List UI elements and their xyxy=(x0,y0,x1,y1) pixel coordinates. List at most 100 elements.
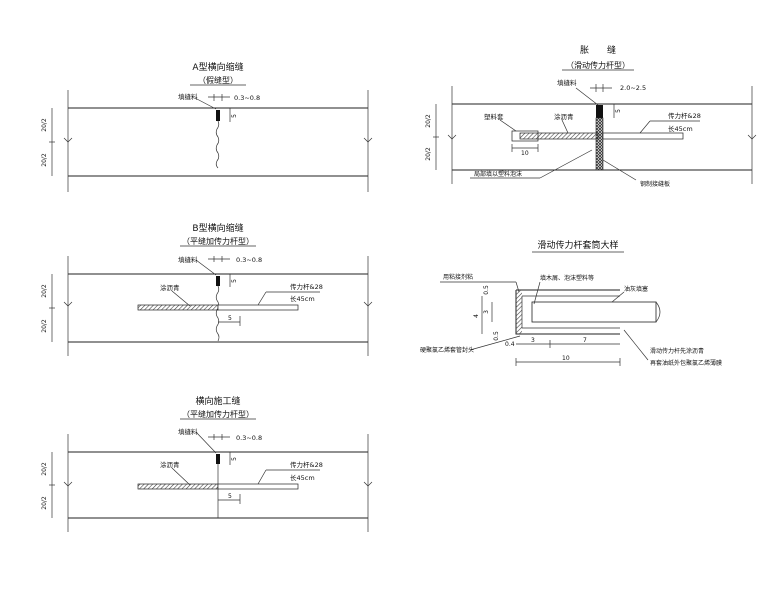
panel-b-sealant-label: 填缝料 xyxy=(178,255,198,264)
panel-a-leader xyxy=(194,97,217,110)
panel-e-dim-7: 7 xyxy=(583,337,587,344)
panel-e-cap xyxy=(516,290,522,334)
panel-c-thickness-top: 20/2 xyxy=(41,462,48,476)
panel-d-sleeve-leader xyxy=(499,119,517,132)
panel-c-asphalt-label: 涂沥青 xyxy=(160,460,180,469)
panel-b-asphalt-label: 涂沥青 xyxy=(160,283,180,292)
panel-e-dim-2: 3 xyxy=(483,310,490,314)
panel-e-title: 滑动传力杆套筒大样 xyxy=(537,239,618,251)
panel-e-pipe-leader xyxy=(469,335,521,351)
panel-b-crack-line xyxy=(215,285,220,342)
panel-e-wrap-label: 再套油纸外包聚氯乙烯薄膜 xyxy=(650,359,722,367)
panel-b-width-label: 0.3~0.8 xyxy=(236,256,262,264)
panel-e-dim-3: 0.5 xyxy=(483,285,490,295)
panel-e-capend-leader xyxy=(611,291,625,303)
panel-e: 滑动传力杆套筒大样 用粘接剂粘 填木屑、泡沫塑料等 油灰填塞 滑动传力杆先涂沥青… xyxy=(420,239,722,367)
panel-d-plastic-sleeve xyxy=(511,130,539,142)
panel-b-breaklines xyxy=(63,301,373,307)
panel-a-subtitle: （假缝型） xyxy=(198,75,238,85)
panel-a-crack-line xyxy=(215,120,220,169)
panel-d-sealant-label: 填缝料 xyxy=(557,78,577,87)
panel-c: 横向施工缝 （平缝加传力杆型） 20/2 20/2 填缝料 0.3~0.8 5 … xyxy=(41,395,373,532)
panel-c-dowel xyxy=(217,483,299,490)
panel-e-dim-6: 3 xyxy=(531,337,535,344)
panel-d-note-left-leader xyxy=(539,149,593,179)
panel-b-offset-label: 5 xyxy=(228,315,232,322)
panel-b: B型横向缩缝 （平缝加传力杆型） 20/2 20/2 填缝料 0.3~0.8 5… xyxy=(41,222,373,356)
panel-a-thickness-bottom: 20/2 xyxy=(41,153,48,167)
panel-d-note-right: 钢制接缝板 xyxy=(640,180,670,188)
panel-b-thickness-bottom: 20/2 xyxy=(41,319,48,333)
panel-e-cap-label: 用粘接剂粘 xyxy=(443,273,473,281)
panel-a-title: A型横向缩缝 xyxy=(192,61,243,73)
panel-c-dowel-leader xyxy=(257,469,267,485)
panel-c-dowel-length: 长45cm xyxy=(290,473,315,482)
panel-d-sleeve-label: 塑料套 xyxy=(484,112,504,121)
panel-d-dowel-label: 传力杆&28 xyxy=(668,111,701,120)
panel-b-subtitle: （平缝加传力杆型） xyxy=(182,236,254,246)
panel-d-asphalt-leader xyxy=(561,119,569,134)
panel-c-breaklines xyxy=(63,481,373,487)
panel-d-dowel-length: 长45cm xyxy=(668,124,693,133)
panel-c-sealant-label: 填缝料 xyxy=(178,427,198,436)
panel-e-dowel-break xyxy=(655,301,661,323)
panel-d-dowel-coated xyxy=(519,132,599,140)
panel-b-dowel-leader xyxy=(257,291,267,306)
panel-b-depth-label: 5 xyxy=(231,279,238,283)
panel-e-dim-8: 10 xyxy=(562,355,570,362)
panel-c-title: 横向施工缝 xyxy=(195,395,240,407)
panel-c-thickness-bottom: 20/2 xyxy=(41,496,48,510)
panel-e-wood-leader xyxy=(533,281,541,305)
panel-d-dowel xyxy=(602,132,684,140)
panel-b-asphalt-leader xyxy=(171,290,191,307)
panel-e-coating-leader xyxy=(623,329,649,361)
panel-d: 胀 缝 （滑动传力杆型） 20/2 20/2 填缝料 2.0~2.5 5 塑料套… xyxy=(425,44,757,188)
panel-b-title: B型横向缩缝 xyxy=(192,222,243,234)
panel-a-thickness-top: 20/2 xyxy=(41,118,48,132)
panel-a-sealant-label: 填缝料 xyxy=(178,92,198,101)
panel-e-dim-1: 4 xyxy=(473,314,480,318)
panel-c-dowel-label: 传力杆&28 xyxy=(290,460,323,469)
panel-b-dowel-coated xyxy=(137,304,219,311)
panel-a: A型横向缩缝 （假缝型） 20/2 20/2 填缝料 0.3~0.8 5 xyxy=(41,61,373,192)
panel-b-dowel xyxy=(217,304,299,311)
panel-d-depth-label: 5 xyxy=(615,109,622,113)
panel-c-depth-label: 5 xyxy=(231,457,238,461)
panel-d-subtitle: （滑动传力杆型） xyxy=(566,60,630,70)
panel-b-leader xyxy=(195,259,217,276)
panel-d-asphalt-label: 涂沥青 xyxy=(554,112,574,121)
panel-d-thickness-bottom: 20/2 xyxy=(425,147,432,161)
panel-b-thickness-top: 20/2 xyxy=(41,284,48,298)
panel-b-dowel-length: 长45cm xyxy=(290,294,315,303)
panel-e-dim-4: 0.5 xyxy=(493,331,500,341)
panel-e-dim-5: 0.4 xyxy=(505,341,515,348)
panel-e-coating-label: 滑动传力杆先涂沥青 xyxy=(650,347,704,355)
panel-d-sealant-block xyxy=(596,105,603,118)
panel-d-breaklines xyxy=(447,134,757,140)
panel-c-subtitle: （平缝加传力杆型） xyxy=(182,409,254,419)
panel-c-sealant-block xyxy=(216,454,220,464)
panel-a-breaklines xyxy=(63,137,373,143)
panel-b-dowel-label: 传力杆&28 xyxy=(290,282,323,291)
panel-a-width-label: 0.3~0.8 xyxy=(234,94,260,102)
panel-d-thickness-top: 20/2 xyxy=(425,114,432,128)
panel-e-dowel xyxy=(531,301,657,323)
panel-d-dowel-leader xyxy=(639,120,651,134)
panel-e-wood-label: 填木屑、泡沫塑料等 xyxy=(540,274,594,282)
panel-e-cap-leader xyxy=(515,281,520,293)
panel-e-capend-label: 油灰填塞 xyxy=(624,285,648,293)
panel-d-note-right-leader xyxy=(602,159,637,181)
panel-d-note-left: 局部填以塑料泡沫 xyxy=(474,170,522,178)
panel-d-joint-filler xyxy=(595,117,604,171)
panel-c-asphalt-leader xyxy=(171,467,191,486)
panel-d-sleeve-dim-label: 10 xyxy=(521,150,529,157)
panel-a-depth-label: 5 xyxy=(231,114,238,118)
panel-c-leader xyxy=(195,431,217,454)
panel-b-sealant-block xyxy=(216,276,220,286)
panel-a-sealant-block xyxy=(216,110,220,121)
panel-d-leader xyxy=(575,87,599,106)
panel-d-width-label: 2.0~2.5 xyxy=(620,84,646,92)
panel-e-pipe-label: 硬聚氯乙烯套管封头 xyxy=(420,346,474,354)
panel-c-offset-label: 5 xyxy=(228,493,232,500)
